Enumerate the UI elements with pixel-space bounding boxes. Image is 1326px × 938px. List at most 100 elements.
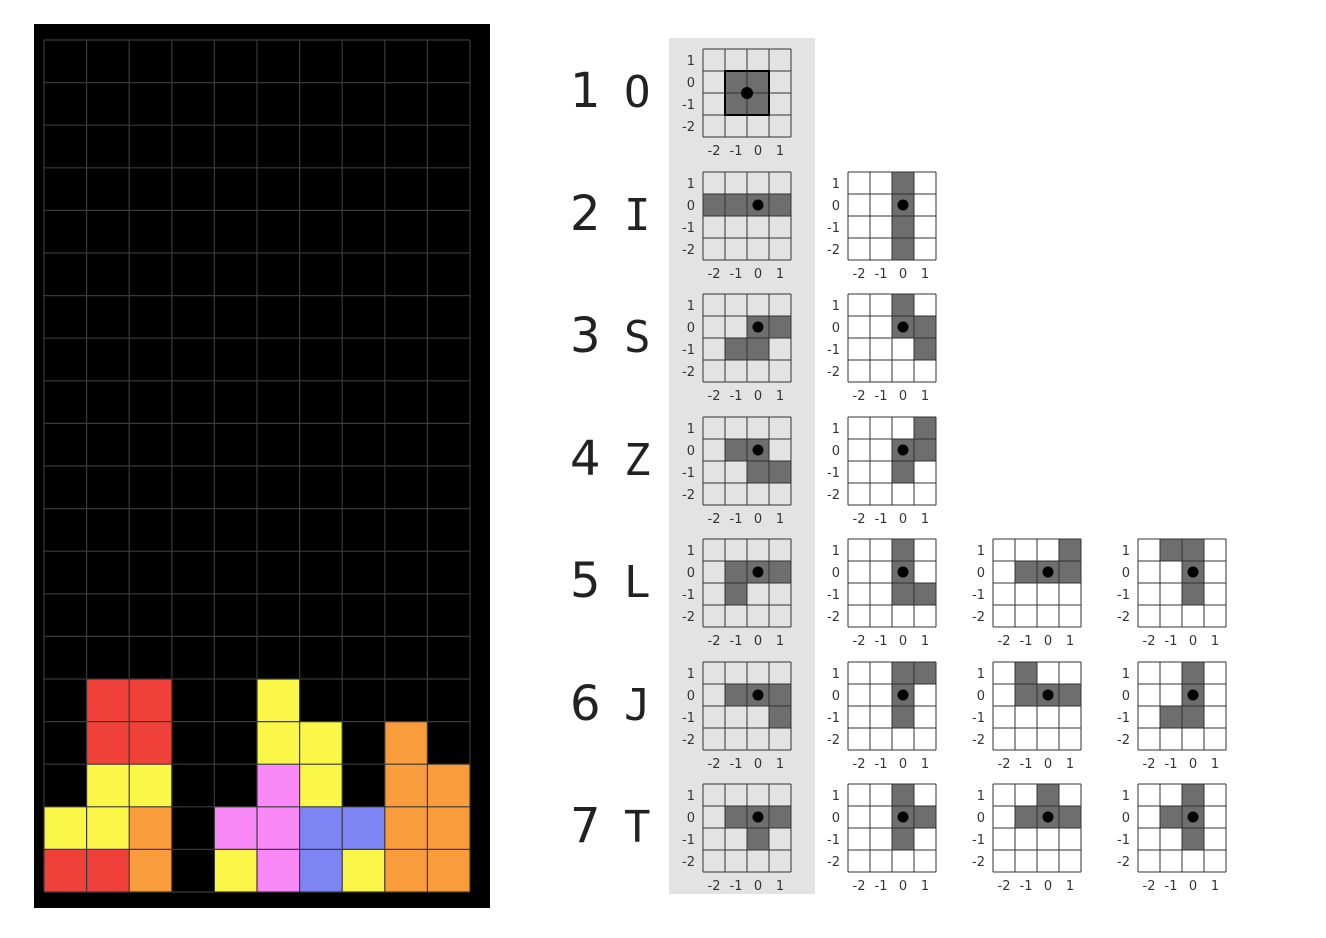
x-tick-label: 1 [776,879,784,894]
piece-letter: O [624,67,651,118]
piece-cell [747,460,769,483]
x-tick-label: -1 [1020,634,1033,649]
y-tick-label: 0 [832,321,840,336]
y-tick-label: -2 [682,120,695,135]
y-tick-label: -1 [682,833,695,848]
piece-cell [892,828,914,850]
y-tick-label: -2 [682,855,695,870]
piece-cell [1015,661,1037,684]
piece-cell [892,237,914,260]
y-tick-label: 1 [977,544,985,559]
pivot-dot [752,321,764,333]
y-tick-label: -1 [972,711,985,726]
board-block-yellow [257,721,300,765]
piece-cell [1160,539,1182,561]
x-tick-label: -2 [998,634,1011,649]
y-tick-label: 0 [832,689,840,704]
y-tick-label: -1 [682,221,695,236]
y-tick-label: 1 [832,299,840,314]
board-block-blue [342,806,385,850]
piece-cell [725,71,747,93]
piece-cell [892,661,914,684]
board-block-yellow [214,849,257,892]
y-tick-label: 1 [687,54,695,69]
piece-cell [703,193,725,216]
pivot-dot [897,689,909,700]
x-tick-label: -1 [875,512,888,527]
x-tick-label: -2 [853,267,866,282]
y-tick-label: 0 [832,566,840,581]
x-tick-label: 0 [754,879,762,894]
x-tick-label: -2 [708,144,721,159]
board-block-blue [299,849,343,892]
y-tick-label: 1 [687,789,695,804]
piece-number: 7 [570,798,601,854]
y-tick-label: -2 [682,488,695,503]
piece-cell [892,705,914,728]
pivot-dot [741,87,753,99]
x-tick-label: -1 [730,757,743,772]
board-block-orange [427,849,470,892]
piece-cell [1182,828,1204,850]
piece-cell [892,460,914,483]
board-block-red [129,679,172,722]
board-block-red [44,849,87,892]
y-tick-label: -2 [827,365,840,380]
y-tick-label: 1 [832,667,840,682]
piece-letter: S [624,312,651,363]
pivot-dot [752,811,764,823]
x-tick-label: 1 [1066,634,1074,649]
piece-cell [1015,806,1037,828]
piece-cell [892,215,914,238]
y-tick-label: -1 [682,588,695,603]
x-tick-label: -1 [1165,879,1178,894]
piece-cell [769,561,791,583]
board-block-yellow [299,721,343,765]
x-tick-label: -2 [998,879,1011,894]
y-tick-label: 0 [977,689,985,704]
y-tick-label: -2 [682,365,695,380]
piece-cell [1059,683,1081,706]
x-tick-label: -1 [730,634,743,649]
x-tick-label: 1 [921,512,929,527]
x-tick-label: 1 [921,757,929,772]
x-tick-label: 0 [1189,757,1197,772]
board-block-red [129,721,172,765]
board-block-orange [129,806,172,850]
piece-cell [892,784,914,806]
board-block-yellow [129,764,172,807]
x-tick-label: 0 [1044,879,1052,894]
board-block-yellow [44,806,87,850]
x-tick-label: -1 [875,757,888,772]
y-tick-label: -2 [827,733,840,748]
x-tick-label: -1 [730,389,743,404]
y-tick-label: 0 [687,444,695,459]
piece-cell [1182,705,1204,728]
y-tick-label: 0 [1122,566,1130,581]
x-tick-label: -2 [853,512,866,527]
x-tick-label: 1 [776,512,784,527]
piece-number: 4 [570,430,601,487]
y-tick-label: -1 [827,221,840,236]
x-tick-label: -2 [853,757,866,772]
board-block-red [86,721,130,765]
x-tick-label: 0 [754,757,762,772]
x-tick-label: 0 [1044,634,1052,649]
x-tick-label: 0 [1189,634,1197,649]
y-tick-label: 1 [687,422,695,437]
y-tick-label: 1 [832,422,840,437]
y-tick-label: 1 [687,299,695,314]
x-tick-label: -1 [730,879,743,894]
piece-number: 1 [570,63,601,119]
y-tick-label: 0 [1122,811,1130,826]
y-tick-label: -2 [827,488,840,503]
